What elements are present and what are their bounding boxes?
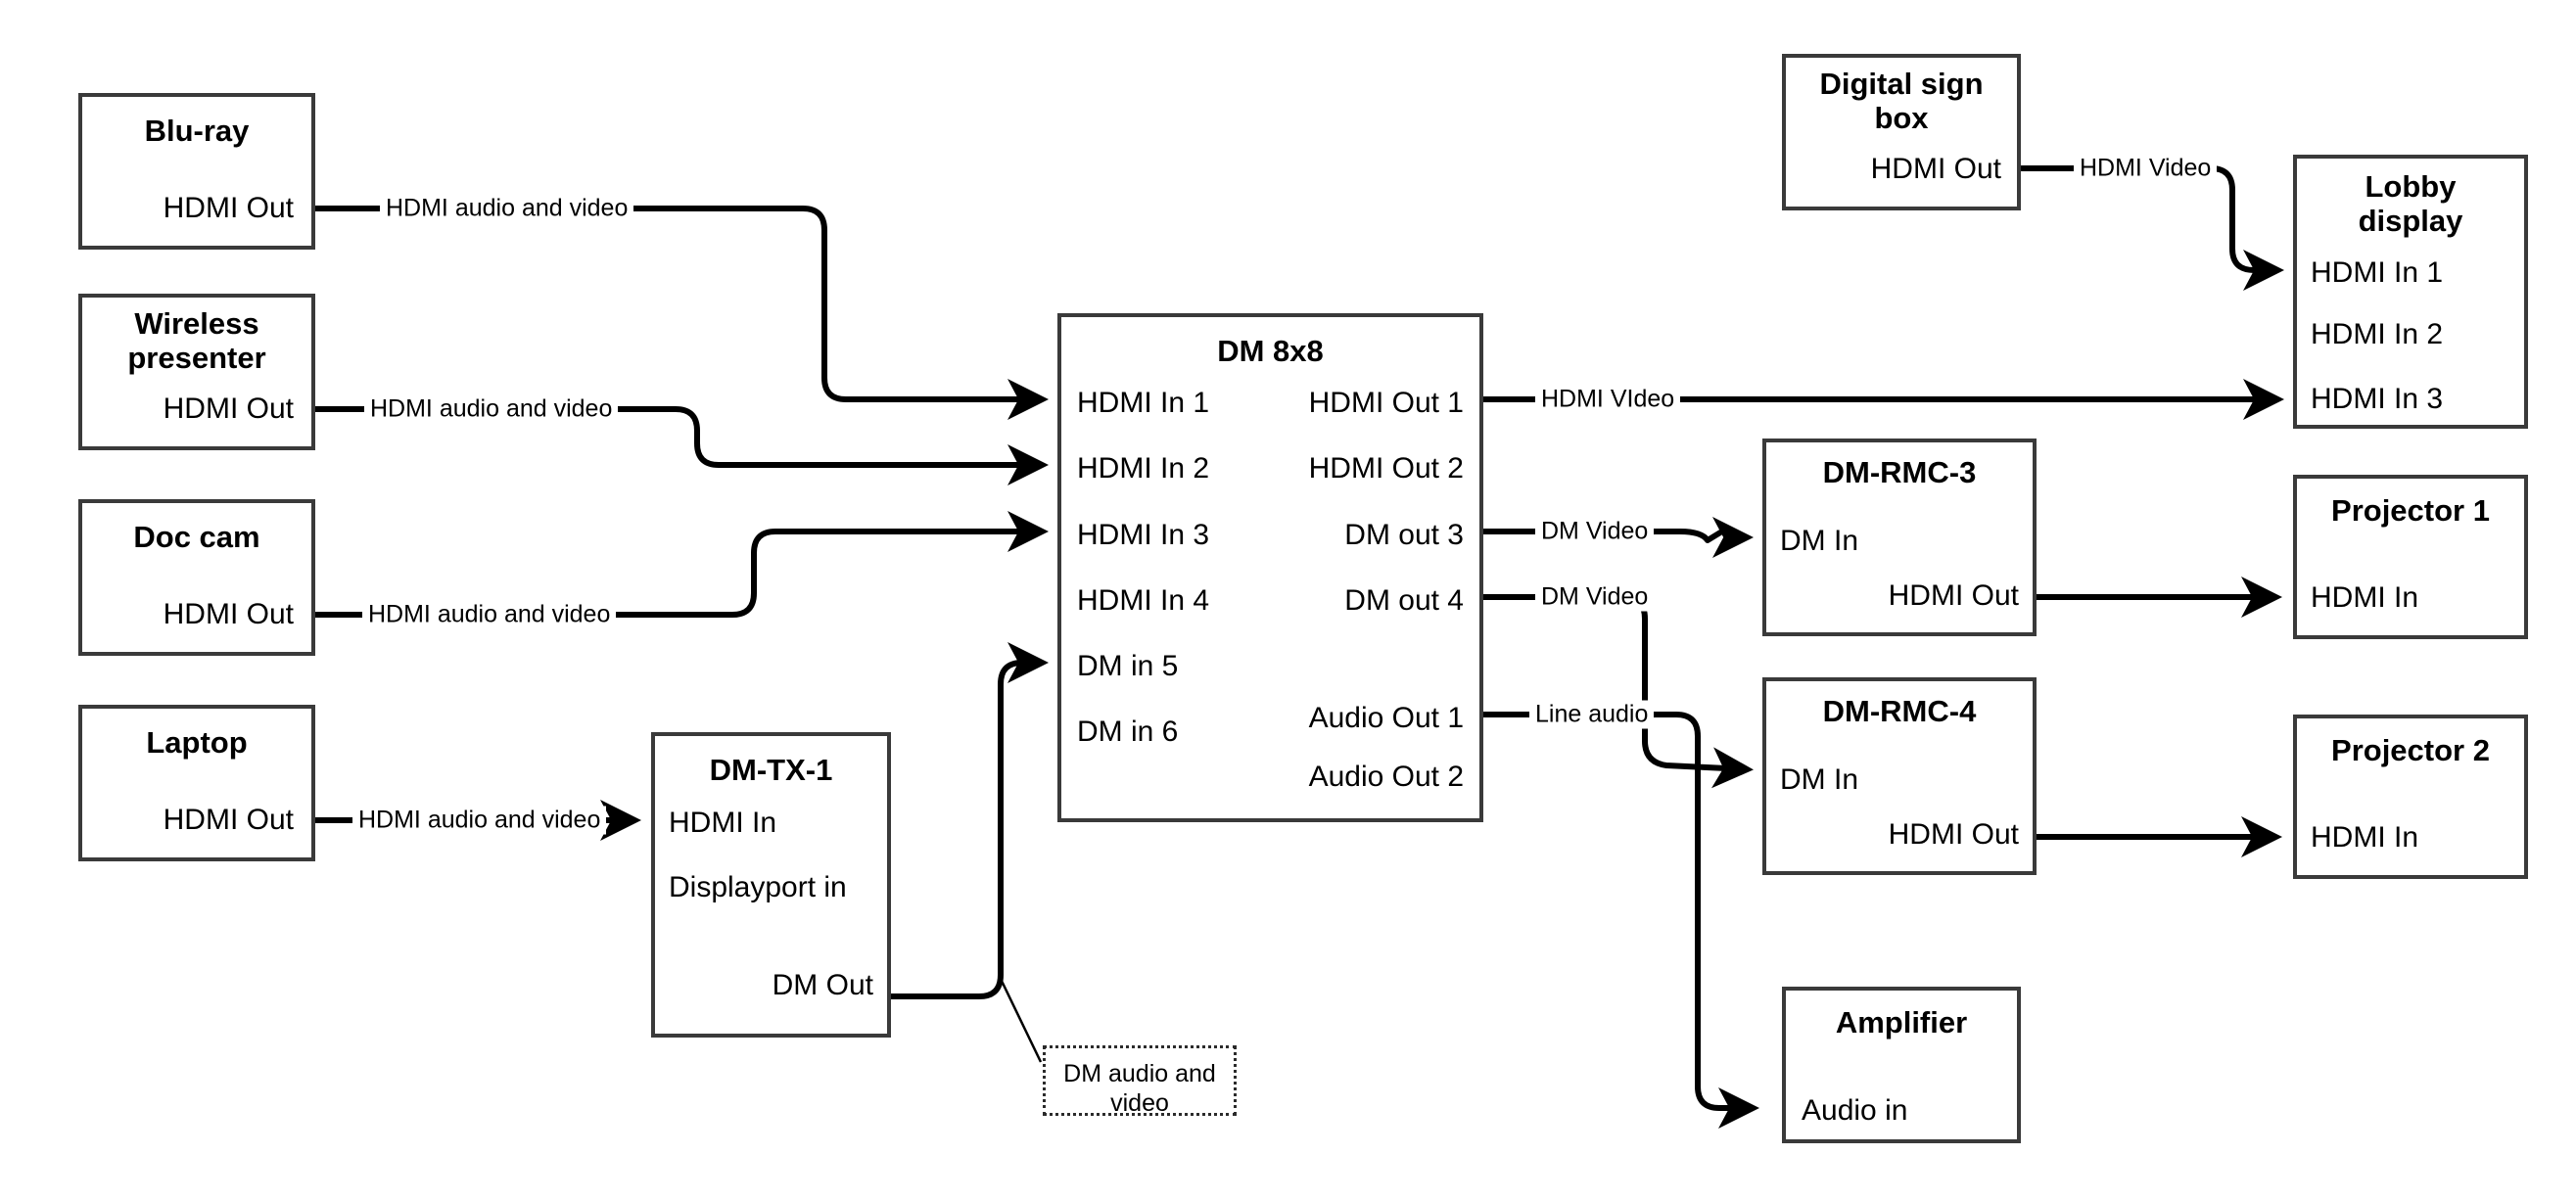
port-lobby-hdmi-in-1[interactable]: HDMI In 1 [2311,256,2444,289]
port-projector1-hdmi-in[interactable]: HDMI In [2311,581,2419,614]
wire-dm8x8-dmout4-to-rmc4 [1483,594,1754,789]
port-dmtx1-dm-out[interactable]: DM Out [772,969,873,1001]
node-projector-1[interactable]: Projector 1 HDMI In [2293,475,2528,639]
wire-sign-to-lobby [2021,165,2284,291]
wire-label-dm-video-4: DM Video [1535,582,1655,612]
node-projector-2[interactable]: Projector 2 HDMI In [2293,715,2528,879]
port-amplifier-audio-in[interactable]: Audio in [1802,1094,1908,1127]
wire-label-line-audio: Line audio [1529,700,1655,729]
port-rmc4-dm-in[interactable]: DM In [1780,763,1859,796]
port-rmc3-hdmi-out[interactable]: HDMI Out [1888,579,2019,612]
port-lobby-hdmi-in-2[interactable]: HDMI In 2 [2311,318,2444,350]
wire-label-hdmi-video-sign: HDMI Video [2074,154,2218,183]
node-dm-rmc-3[interactable]: DM-RMC-3 DM In HDMI Out [1762,439,2037,636]
node-bluray[interactable]: Blu-ray HDMI Out [78,93,315,250]
wire-dm8x8-audioout1-to-amplifier [1483,712,1759,1129]
node-digital-sign-box[interactable]: Digital sign box HDMI Out [1782,54,2021,210]
port-dm8x8-hdmi-out-1[interactable]: HDMI Out 1 [1308,387,1464,419]
node-dm-8x8[interactable]: DM 8x8 HDMI In 1 HDMI In 2 HDMI In 3 HDM… [1057,313,1483,822]
node-doc-cam-title: Doc cam [133,520,260,554]
node-dm-tx-1[interactable]: DM-TX-1 HDMI In Displayport in DM Out [651,732,891,1038]
node-lobby-display-title: Lobby display [2358,169,2463,238]
wire-label-dm-video-3: DM Video [1535,517,1655,546]
port-dm8x8-audio-out-2[interactable]: Audio Out 2 [1308,761,1464,793]
node-wireless-presenter-title: Wireless presenter [127,306,266,375]
port-dmtx1-displayport-in[interactable]: Displayport in [669,871,847,903]
wire-label-hdmi-video-lobby: HDMI VIdeo [1535,385,1681,414]
leader-line-dm-note [999,978,1043,1063]
node-doc-cam[interactable]: Doc cam HDMI Out [78,499,315,656]
port-dm8x8-hdmi-in-3[interactable]: HDMI In 3 [1077,519,1210,551]
port-dm8x8-dm-out-3[interactable]: DM out 3 [1344,519,1464,551]
port-projector2-hdmi-in[interactable]: HDMI In [2311,821,2419,854]
wire-label-doccam: HDMI audio and video [362,600,617,629]
node-dm-8x8-title: DM 8x8 [1217,334,1324,368]
node-projector-1-title: Projector 1 [2331,493,2490,528]
port-doccam-hdmi-out[interactable]: HDMI Out [163,598,294,630]
wire-label-laptop: HDMI audio and video [352,806,607,835]
port-digitalsign-hdmi-out[interactable]: HDMI Out [1870,153,2001,185]
port-dm8x8-hdmi-in-1[interactable]: HDMI In 1 [1077,387,1210,419]
wire-label-bluray: HDMI audio and video [380,194,634,223]
port-dm8x8-hdmi-in-2[interactable]: HDMI In 2 [1077,452,1210,485]
port-laptop-hdmi-out[interactable]: HDMI Out [163,804,294,836]
port-wireless-hdmi-out[interactable]: HDMI Out [163,393,294,425]
node-laptop[interactable]: Laptop HDMI Out [78,705,315,861]
node-laptop-title: Laptop [146,725,248,760]
node-wireless-presenter[interactable]: Wireless presenter HDMI Out [78,294,315,450]
node-bluray-title: Blu-ray [144,114,250,148]
port-dmtx1-hdmi-in[interactable]: HDMI In [669,807,777,839]
node-digital-sign-box-title: Digital sign box [1819,67,1984,135]
node-projector-2-title: Projector 2 [2331,733,2490,767]
node-dm-rmc-4[interactable]: DM-RMC-4 DM In HDMI Out [1762,677,2037,875]
port-dm8x8-hdmi-out-2[interactable]: HDMI Out 2 [1308,452,1464,485]
node-amplifier[interactable]: Amplifier Audio in [1782,987,2021,1143]
wire-bluray-to-dm8x8 [315,206,1049,420]
port-dm8x8-dm-in-5[interactable]: DM in 5 [1077,650,1179,682]
port-dm8x8-hdmi-in-4[interactable]: HDMI In 4 [1077,584,1210,617]
port-dm8x8-dm-out-4[interactable]: DM out 4 [1344,584,1464,617]
node-lobby-display[interactable]: Lobby display HDMI In 1 HDMI In 2 HDMI I… [2293,155,2528,429]
port-rmc3-dm-in[interactable]: DM In [1780,525,1859,557]
wire-dmtx1-to-dm8x8 [891,642,1049,999]
wire-label-wireless: HDMI audio and video [364,394,619,424]
node-amplifier-title: Amplifier [1835,1005,1968,1039]
port-bluray-hdmi-out[interactable]: HDMI Out [163,192,294,224]
port-lobby-hdmi-in-3[interactable]: HDMI In 3 [2311,383,2444,415]
note-dm-audio-and-video-text: DM audio and video [1063,1060,1216,1117]
node-dm-rmc-4-title: DM-RMC-4 [1822,694,1977,728]
port-rmc4-hdmi-out[interactable]: HDMI Out [1888,818,2019,851]
note-dm-audio-and-video: DM audio and video [1043,1045,1237,1117]
port-dm8x8-dm-in-6[interactable]: DM in 6 [1077,716,1179,748]
node-dm-rmc-3-title: DM-RMC-3 [1822,455,1977,489]
port-dm8x8-audio-out-1[interactable]: Audio Out 1 [1308,702,1464,734]
node-dm-tx-1-title: DM-TX-1 [709,753,833,787]
